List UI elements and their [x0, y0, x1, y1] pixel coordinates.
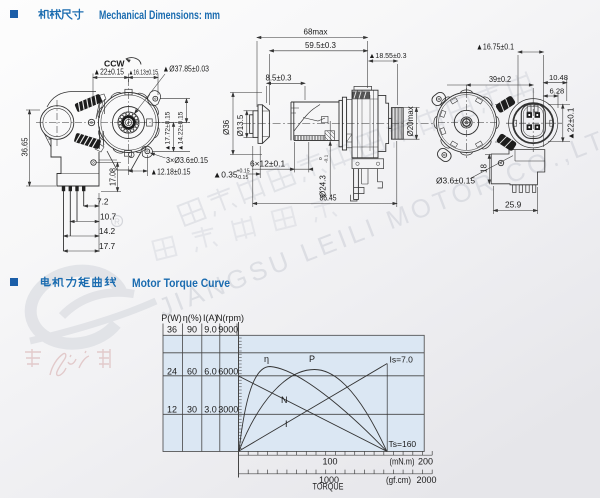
svg-text:(mN.m): (mN.m)	[390, 457, 415, 467]
svg-text:-0.15: -0.15	[237, 175, 249, 181]
svg-text:η(%): η(%)	[183, 313, 202, 323]
svg-text:P: P	[309, 354, 315, 364]
svg-text:10.7: 10.7	[100, 212, 117, 222]
svg-text:Ø13.5: Ø13.5	[236, 114, 245, 136]
svg-text:7.2: 7.2	[97, 197, 109, 207]
svg-text:R: R	[114, 218, 120, 227]
svg-text:Mechanical Dimensions: mm: Mechanical Dimensions: mm	[99, 8, 220, 22]
svg-text:200: 200	[418, 457, 433, 467]
svg-text:6.28: 6.28	[550, 87, 565, 96]
svg-text:Ts=160: Ts=160	[389, 439, 417, 449]
svg-text:25.9: 25.9	[505, 200, 522, 210]
svg-text:▲22±0.1: ▲22±0.1	[567, 107, 576, 140]
svg-text:-0.1: -0.1	[324, 154, 330, 163]
svg-text:CCW: CCW	[104, 59, 125, 69]
svg-text:Motor Torque Curve: Motor Torque Curve	[132, 276, 230, 290]
svg-text:Ø20max: Ø20max	[406, 106, 415, 136]
svg-text:68max: 68max	[304, 27, 329, 37]
svg-text:▲16.13±0.15: ▲16.13±0.15	[129, 70, 159, 77]
svg-text:90: 90	[187, 325, 197, 335]
svg-text:6.0: 6.0	[204, 367, 217, 377]
svg-text:▲12.18±0.15: ▲12.18±0.15	[151, 167, 191, 177]
svg-text:59.5±0.3: 59.5±0.3	[305, 40, 336, 50]
svg-text:3000: 3000	[218, 405, 238, 415]
svg-text:▲Ø37.85±0.03: ▲Ø37.85±0.03	[163, 64, 210, 74]
svg-text:Is=7.0: Is=7.0	[390, 355, 414, 365]
svg-text:36.65: 36.65	[20, 137, 30, 156]
svg-text:17.7: 17.7	[99, 241, 116, 251]
svg-text:Ø24.3: Ø24.3	[319, 175, 328, 197]
svg-text:Ø36: Ø36	[222, 119, 231, 135]
svg-text:▲14.22±0.15: ▲14.22±0.15	[178, 111, 185, 151]
svg-text:60: 60	[187, 367, 197, 377]
svg-text:▲18.55±0.3: ▲18.55±0.3	[369, 53, 407, 60]
svg-text:30: 30	[187, 405, 197, 415]
svg-text:P(W): P(W)	[161, 313, 182, 323]
svg-text:N(rpm): N(rpm)	[216, 313, 244, 323]
svg-text:2000: 2000	[416, 475, 436, 485]
svg-text:1000: 1000	[319, 475, 339, 485]
svg-text:3.0: 3.0	[204, 405, 217, 415]
svg-text:6×12±0.1: 6×12±0.1	[250, 159, 285, 169]
svg-text:I: I	[285, 419, 288, 429]
svg-text:36: 36	[167, 325, 177, 335]
svg-text:17.08: 17.08	[108, 168, 118, 186]
svg-text:+0.15: +0.15	[237, 169, 250, 175]
svg-text:I(A): I(A)	[203, 313, 218, 323]
svg-text:6000: 6000	[218, 367, 238, 377]
svg-text:10.48: 10.48	[549, 73, 568, 82]
svg-text:N: N	[281, 395, 288, 405]
svg-text:(gf.cm): (gf.cm)	[386, 475, 411, 485]
svg-text:14.2: 14.2	[99, 226, 116, 236]
svg-text:▲16.75±0.1: ▲16.75±0.1	[476, 42, 514, 52]
svg-text:100: 100	[322, 457, 337, 467]
svg-text:39±0.2: 39±0.2	[489, 74, 511, 84]
svg-text:24: 24	[167, 367, 177, 377]
svg-text:86.45: 86.45	[320, 193, 337, 203]
svg-text:9.0: 9.0	[204, 325, 217, 335]
svg-text:3×Ø3.6±0.15: 3×Ø3.6±0.15	[166, 155, 208, 165]
svg-text:0: 0	[318, 157, 324, 160]
svg-text:▲22±0.15: ▲22±0.15	[94, 67, 125, 77]
svg-text:▲0.35: ▲0.35	[213, 170, 238, 180]
svg-text:9000: 9000	[218, 325, 238, 335]
svg-text:12: 12	[167, 405, 177, 415]
svg-text:18: 18	[480, 164, 489, 173]
svg-text:η: η	[264, 354, 269, 364]
svg-text:8.5±0.3: 8.5±0.3	[266, 74, 292, 83]
svg-text:▲17.72±0.15: ▲17.72±0.15	[165, 111, 172, 151]
svg-text:Ø3.6±0.15: Ø3.6±0.15	[436, 176, 475, 186]
svg-text:TORQUE: TORQUE	[313, 482, 344, 493]
